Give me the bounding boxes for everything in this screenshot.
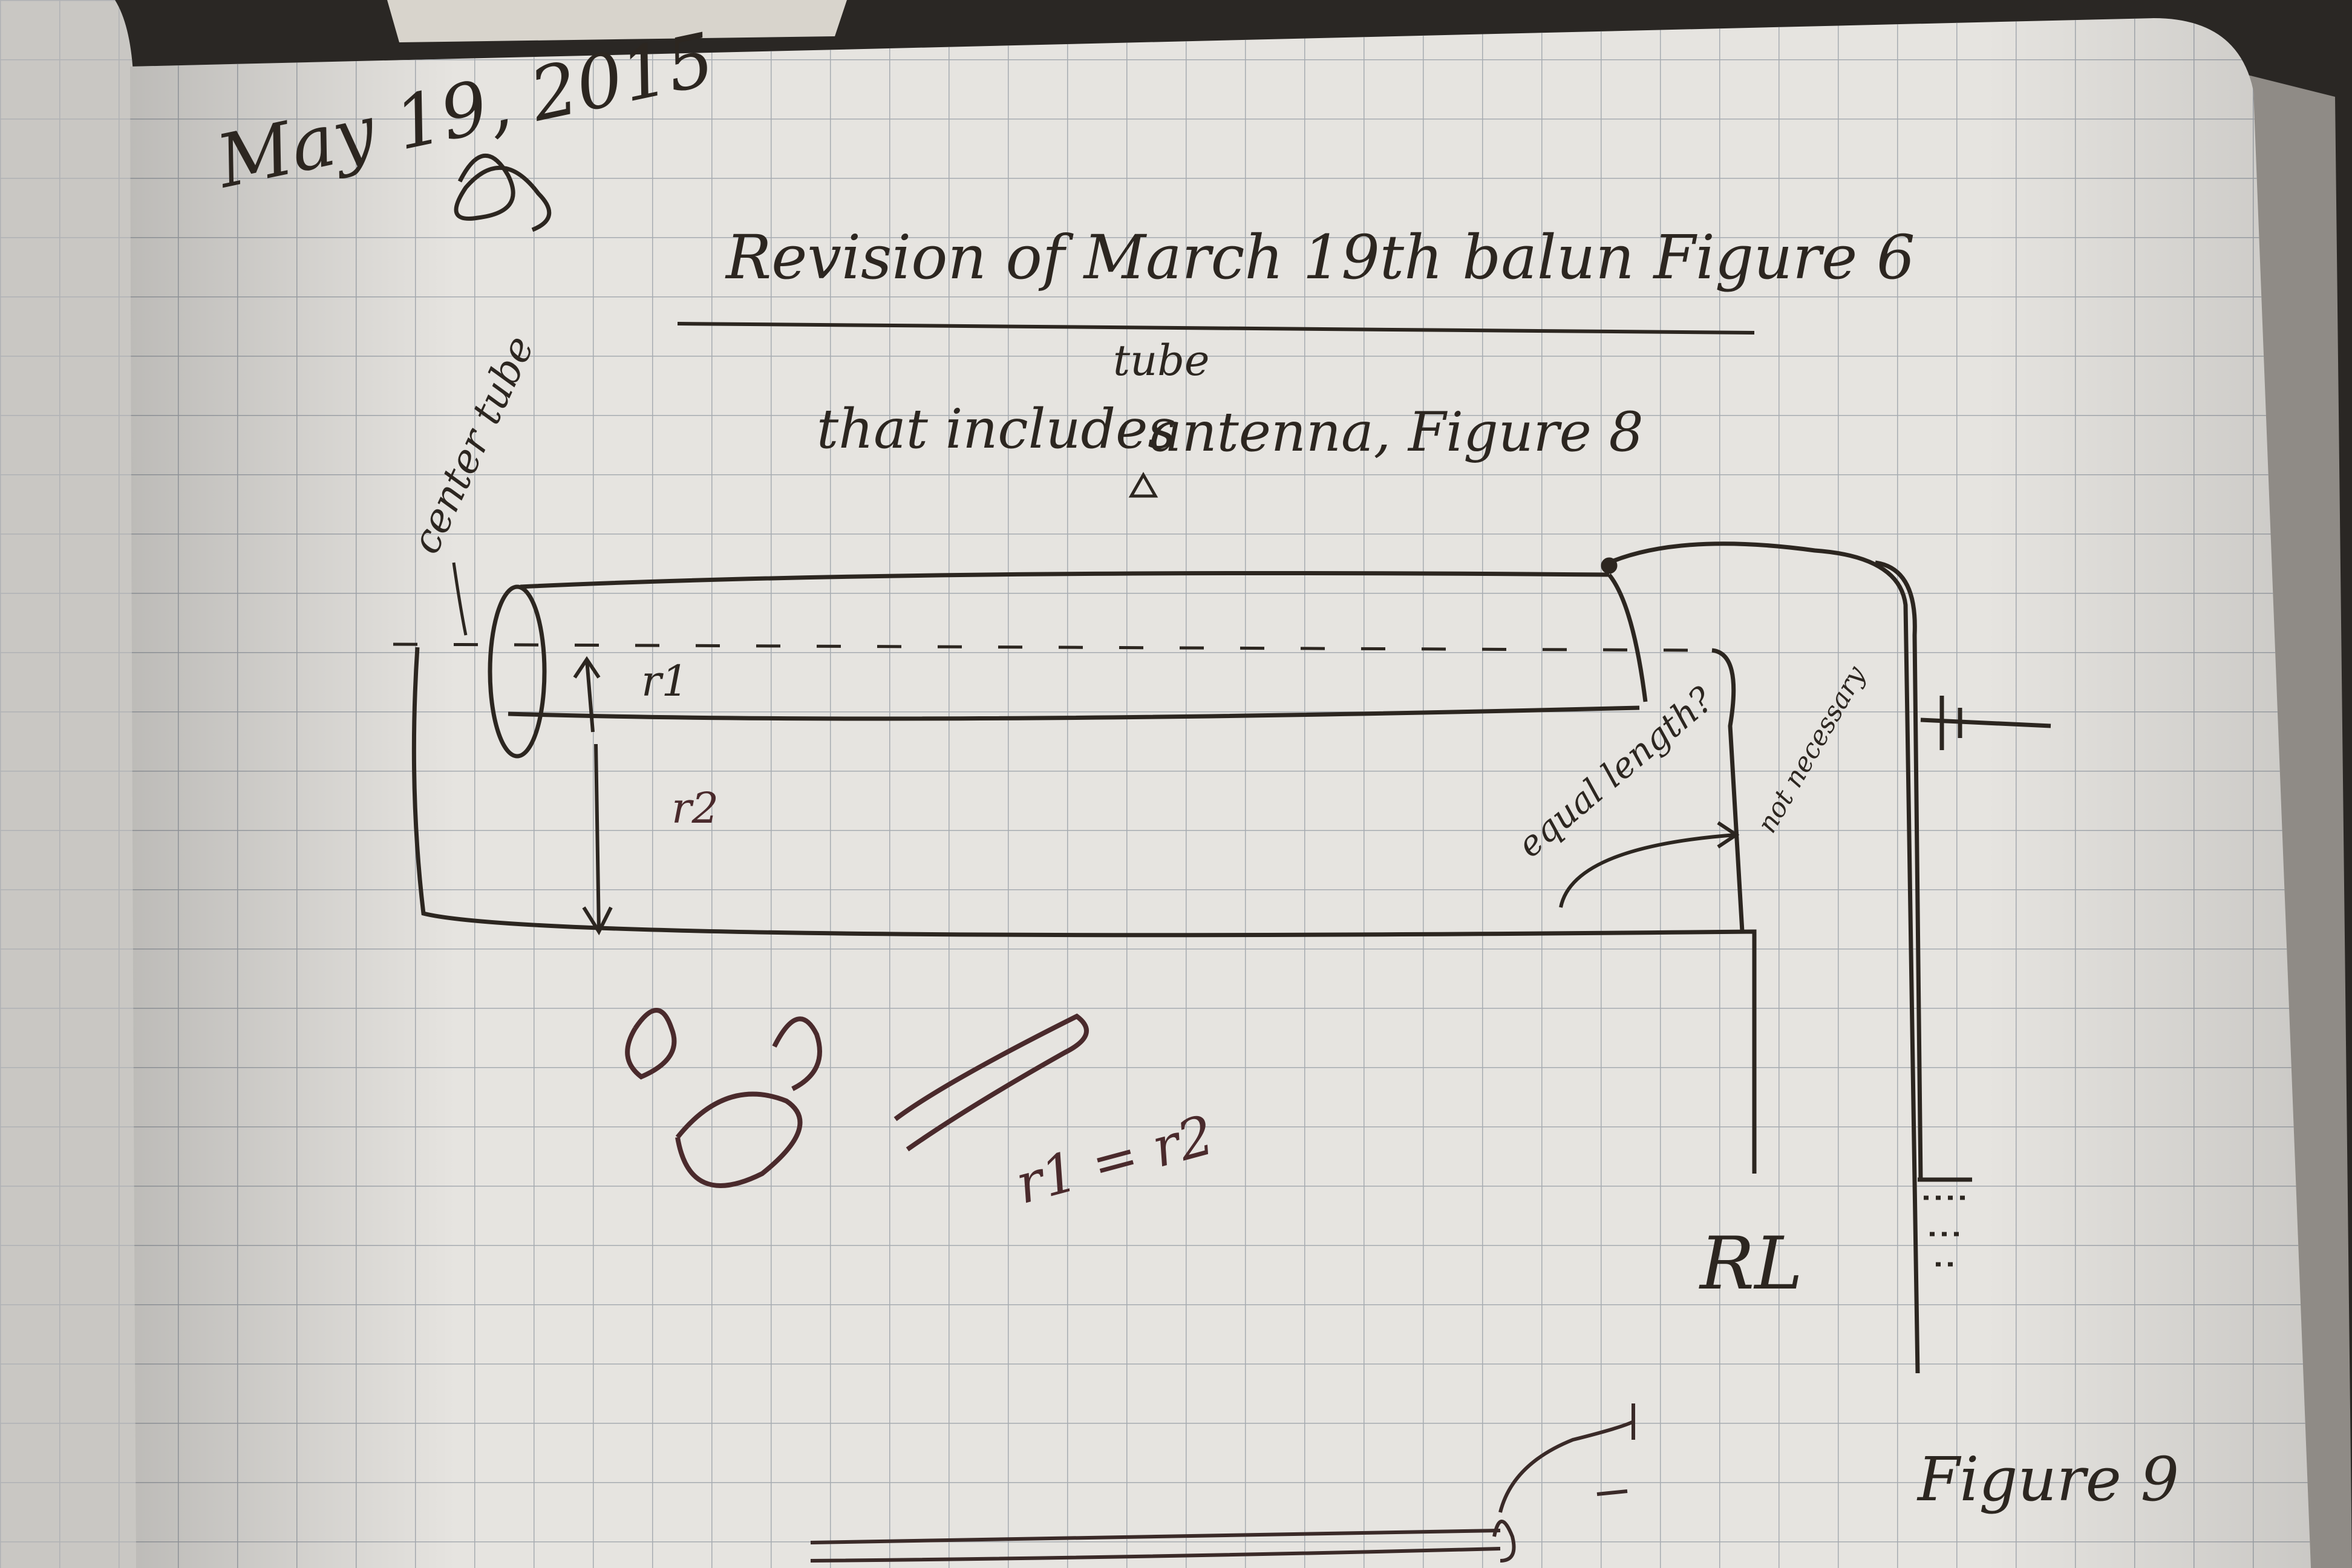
r1-label: r1 <box>641 656 688 706</box>
subtitle-rest: antenna, Figure 8 <box>1149 400 1644 464</box>
figure-label: Figure 9 <box>1916 1444 2179 1515</box>
bottom-sketch <box>810 1403 1635 1563</box>
ground-lead <box>1875 560 2051 1267</box>
title-note: Revision of March 19th balun Figure 6 <box>725 222 1915 293</box>
load-label: RL <box>1699 1222 1803 1306</box>
radius-arrows <box>573 656 613 936</box>
title-underline <box>677 322 1755 335</box>
insert-caret <box>1128 471 1158 498</box>
r2-label: r2 <box>671 783 719 833</box>
scribbled-sketches <box>625 1008 1089 1188</box>
subtitle-insert: tube <box>1113 336 1209 385</box>
subtitle-prefix: that includes <box>817 397 1176 461</box>
outer-tube-drawing <box>393 642 1757 1174</box>
signature-scribble <box>454 154 552 232</box>
loose-paper <box>387 0 847 42</box>
inner-tube-drawing <box>488 541 1920 1374</box>
